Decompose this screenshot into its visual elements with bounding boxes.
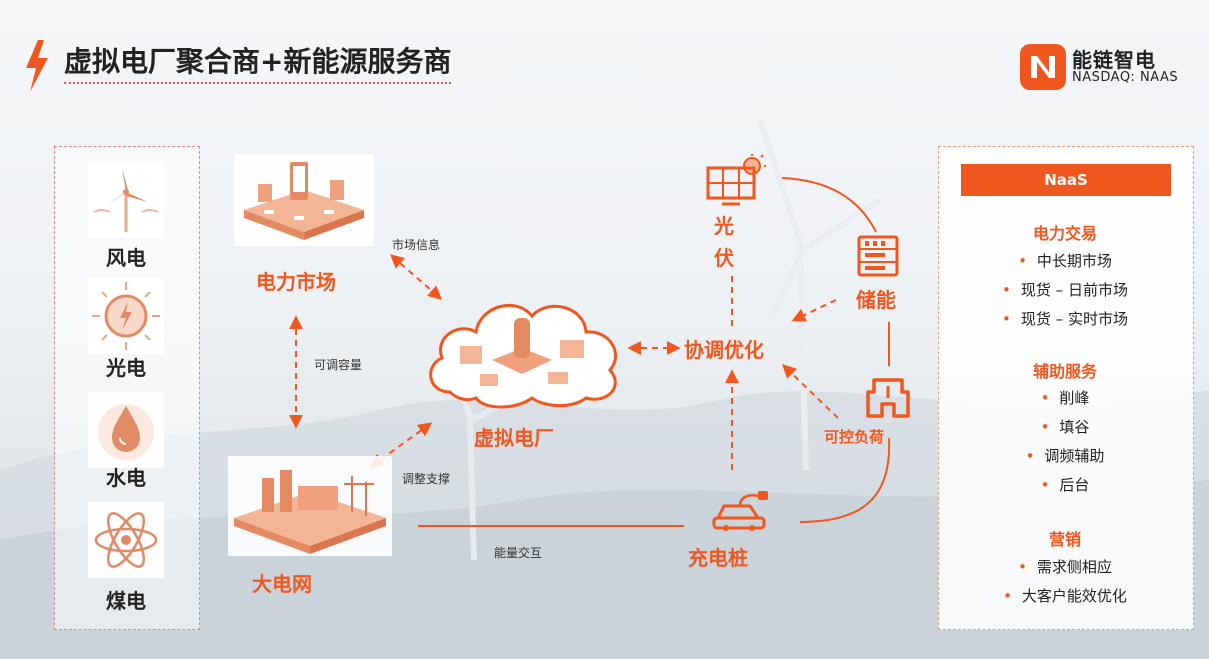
node-storage: 储能 — [856, 288, 896, 312]
list-item: •填谷 — [1040, 418, 1090, 436]
edge-label-adjust-support: 调整支撑 — [402, 472, 451, 486]
edge-solar-storage — [781, 177, 877, 233]
energy-storage-icon — [857, 235, 899, 277]
brand-logo-icon — [1020, 44, 1066, 90]
section-title-ancillary-services: 辅助服务 — [1032, 362, 1097, 381]
node-power-market: 电力市场 — [256, 270, 336, 294]
list-item: •大客户能效优化 — [1003, 587, 1127, 605]
list-item: •后台 — [1040, 476, 1090, 494]
edge-label-adjustable-capacity: 可调容量 — [314, 358, 363, 372]
section-title-power-trading: 电力交易 — [1032, 224, 1097, 243]
brand-name: 能链智电 — [1072, 48, 1156, 72]
node-charging-pile: 充电桩 — [688, 546, 748, 570]
list-item: •需求侧相应 — [1018, 558, 1112, 576]
atom-icon — [88, 502, 164, 578]
controllable-load-icon — [866, 378, 910, 418]
edge-load-charging — [799, 437, 891, 523]
list-item: •调频辅助 — [1025, 447, 1105, 465]
node-controllable-load: 可控负荷 — [824, 428, 885, 446]
source-label-coal: 煤电 — [106, 589, 146, 613]
edge-label-energy-exchange: 能量交互 — [494, 546, 543, 560]
solar-panel-icon — [706, 154, 766, 206]
node-coordination: 协调优化 — [684, 338, 764, 362]
sun-energy-icon — [88, 278, 164, 354]
edge-load-coordination — [781, 364, 839, 419]
source-label-hydro: 水电 — [106, 466, 146, 490]
source-label-wind: 风电 — [106, 246, 146, 270]
naas-services-panel — [938, 146, 1194, 630]
node-grid: 大电网 — [252, 572, 312, 596]
list-item: •现货 – 日前市场 — [1002, 281, 1128, 299]
list-item: •中长期市场 — [1018, 252, 1112, 270]
section-title-marketing: 营销 — [1048, 530, 1081, 549]
power-market-illustration — [234, 154, 374, 246]
lightning-bolt-icon — [26, 40, 48, 92]
page-title: 虚拟电厂聚合商+新能源服务商 — [64, 44, 452, 84]
brand-ticker: NASDAQ: NAAS — [1072, 70, 1179, 85]
list-item: •现货 – 实时市场 — [1002, 310, 1128, 328]
node-solar-line2: 伏 — [714, 246, 734, 270]
source-label-solar: 光电 — [106, 356, 146, 380]
ev-charging-icon — [712, 491, 768, 531]
vpp-cloud-icon — [429, 304, 617, 409]
grid-illustration — [228, 456, 392, 556]
naas-header: NaaS — [961, 164, 1171, 196]
node-solar-line1: 光 — [714, 214, 734, 238]
list-item: •削峰 — [1040, 389, 1090, 407]
wind-turbine-icon — [88, 162, 164, 238]
edge-storage-coordination — [791, 299, 837, 322]
node-vpp: 虚拟电厂 — [474, 426, 554, 450]
edge-label-market-info: 市场信息 — [392, 238, 441, 252]
water-drop-icon — [88, 392, 164, 468]
